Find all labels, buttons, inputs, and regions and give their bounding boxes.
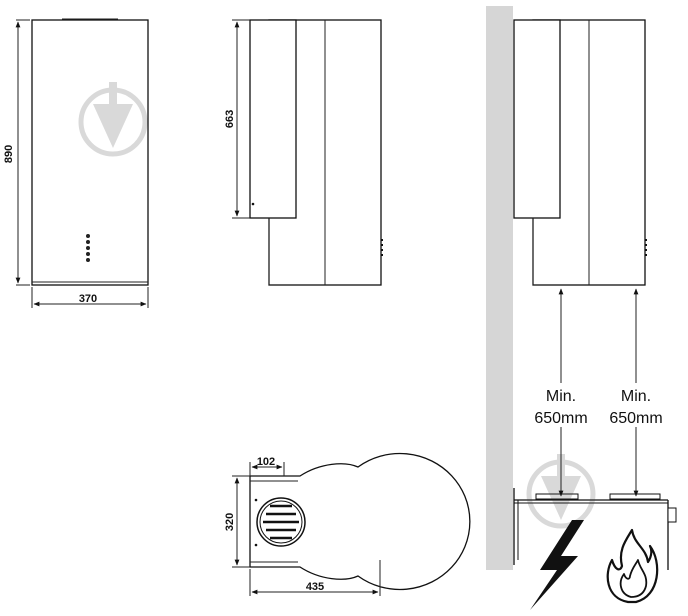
dimension-height-total: 890 [3,19,30,286]
clearance-left-line2: 650mm [534,410,587,427]
clearance-left: Min. 650mm [534,288,588,497]
electric-hob-lightning-icon [530,520,584,610]
control-buttons [86,234,90,262]
dimension-outlet-offset: 102 [249,456,285,476]
wall [486,6,513,570]
clearance-left-line1: Min. [546,388,576,405]
dim-435-label: 435 [306,581,324,593]
dim-370-label: 370 [79,293,97,305]
front-view: 890 370 [3,18,149,308]
dimension-top-width: 435 [249,560,381,596]
dimension-top-depth: 320 [224,475,250,568]
dim-663-label: 663 [224,110,236,128]
watermark-logo-icon [78,82,148,157]
duct-outlet [256,497,306,547]
side-view: 663 [224,19,383,286]
installation-view: Min. 650mm Min. 650mm [486,6,677,610]
clearance-right-line1: Min. [621,388,651,405]
dim-320-label: 320 [224,513,236,531]
clearance-right-line2: 650mm [609,410,662,427]
dim-102-label: 102 [257,456,275,468]
install-side-buttons [645,239,647,256]
dimension-height-chimney: 663 [224,19,250,219]
side-buttons [381,239,383,256]
top-view: 102 320 435 [224,452,471,596]
clearance-right: Min. 650mm [609,288,663,497]
gas-hob-flame-icon [606,528,659,604]
dim-890-label: 890 [3,145,15,163]
dimension-width-front: 370 [31,287,149,308]
